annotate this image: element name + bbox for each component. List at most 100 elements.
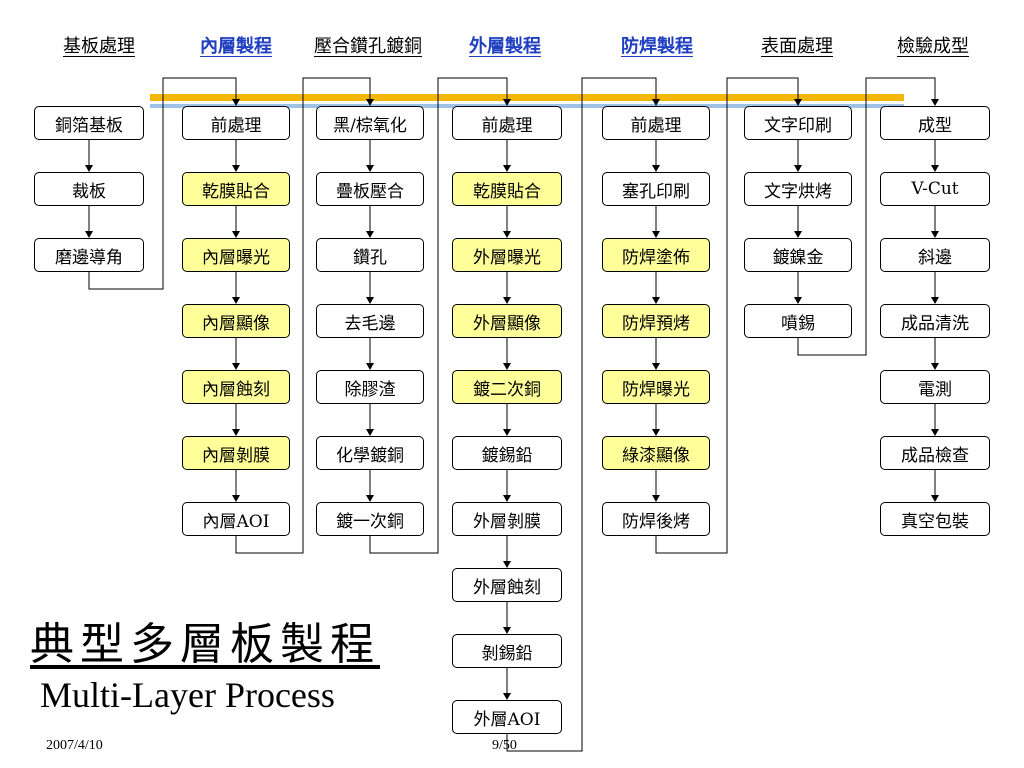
arrow-head bbox=[652, 231, 660, 238]
header-solder-mask: 防焊製程 bbox=[621, 36, 693, 57]
process-step: 文字烘烤 bbox=[744, 172, 852, 206]
process-step: 內層剝膜 bbox=[182, 436, 290, 470]
arrow-head bbox=[232, 231, 240, 238]
process-step: 外層剝膜 bbox=[452, 502, 562, 536]
arrow-head bbox=[931, 99, 939, 106]
process-step: 外層顯像 bbox=[452, 304, 562, 338]
process-step: 文字印刷 bbox=[744, 106, 852, 140]
arrow-head bbox=[232, 495, 240, 502]
header-substrate: 基板處理 bbox=[63, 36, 135, 57]
arrow-head bbox=[652, 297, 660, 304]
process-step: 內層顯像 bbox=[182, 304, 290, 338]
arrow-head bbox=[652, 99, 660, 106]
arrow-head bbox=[366, 429, 374, 436]
footer-date: 2007/4/10 bbox=[46, 738, 103, 753]
process-step: 化學鍍銅 bbox=[316, 436, 424, 470]
arrow-head bbox=[503, 363, 511, 370]
process-step: 綠漆顯像 bbox=[602, 436, 710, 470]
process-step: 乾膜貼合 bbox=[182, 172, 290, 206]
process-step: 內層AOI bbox=[182, 502, 290, 536]
process-step: 噴錫 bbox=[744, 304, 852, 338]
column-link bbox=[88, 77, 237, 290]
header-outer-layer: 外層製程 bbox=[469, 36, 541, 57]
arrow-head bbox=[85, 165, 93, 172]
process-step: 成品清洗 bbox=[880, 304, 990, 338]
arrow-head bbox=[794, 165, 802, 172]
arrow-head bbox=[931, 231, 939, 238]
arrow-head bbox=[366, 363, 374, 370]
process-step: 外層蝕刻 bbox=[452, 568, 562, 602]
process-step: 除膠渣 bbox=[316, 370, 424, 404]
arrow-head bbox=[366, 165, 374, 172]
process-step: 銅箔基板 bbox=[34, 106, 144, 140]
process-step: 磨邊導角 bbox=[34, 238, 144, 272]
arrow-head bbox=[232, 363, 240, 370]
process-step: 防焊後烤 bbox=[602, 502, 710, 536]
arrow-head bbox=[232, 297, 240, 304]
column-link bbox=[506, 77, 657, 752]
column-link bbox=[655, 77, 799, 554]
process-step: 防焊塗佈 bbox=[602, 238, 710, 272]
process-step: 內層曝光 bbox=[182, 238, 290, 272]
arrow-head bbox=[503, 165, 511, 172]
process-step: 真空包裝 bbox=[880, 502, 990, 536]
arrow-head bbox=[503, 99, 511, 106]
arrow-head bbox=[931, 495, 939, 502]
arrow-head bbox=[652, 165, 660, 172]
arrow-head bbox=[366, 495, 374, 502]
process-step: 裁板 bbox=[34, 172, 144, 206]
arrow-head bbox=[931, 429, 939, 436]
process-step: 鍍鎳金 bbox=[744, 238, 852, 272]
title-chinese: 典型多層板製程 bbox=[30, 619, 380, 670]
arrow-head bbox=[503, 495, 511, 502]
header-surface-finish: 表面處理 bbox=[761, 36, 833, 57]
process-step: 鍍二次銅 bbox=[452, 370, 562, 404]
arrow-head bbox=[794, 231, 802, 238]
arrow-head bbox=[503, 561, 511, 568]
header-lamination-drilling: 壓合鑽孔鍍銅 bbox=[314, 36, 422, 57]
header-inner-layer: 內層製程 bbox=[200, 36, 272, 57]
process-step: 防焊預烤 bbox=[602, 304, 710, 338]
process-step: 外層曝光 bbox=[452, 238, 562, 272]
arrow-head bbox=[366, 99, 374, 106]
arrow-head bbox=[85, 231, 93, 238]
process-step: 剝錫鉛 bbox=[452, 634, 562, 668]
process-step: 乾膜貼合 bbox=[452, 172, 562, 206]
arrow-head bbox=[503, 627, 511, 634]
arrow-head bbox=[652, 495, 660, 502]
process-step: 電測 bbox=[880, 370, 990, 404]
process-step: 防焊曝光 bbox=[602, 370, 710, 404]
process-step: 疊板壓合 bbox=[316, 172, 424, 206]
column-link bbox=[369, 77, 508, 554]
process-step: 鍍一次銅 bbox=[316, 502, 424, 536]
process-step: 前處理 bbox=[182, 106, 290, 140]
process-step: 鑽孔 bbox=[316, 238, 424, 272]
process-step: 黑/棕氧化 bbox=[316, 106, 424, 140]
process-step: 成品檢查 bbox=[880, 436, 990, 470]
process-step: 外層AOI bbox=[452, 700, 562, 734]
process-step: 前處理 bbox=[602, 106, 710, 140]
process-step: 前處理 bbox=[452, 106, 562, 140]
arrow-head bbox=[652, 363, 660, 370]
arrow-head bbox=[503, 297, 511, 304]
process-step: V-Cut bbox=[880, 172, 990, 206]
process-step: 塞孔印刷 bbox=[602, 172, 710, 206]
process-step: 成型 bbox=[880, 106, 990, 140]
arrow-head bbox=[232, 429, 240, 436]
process-step: 去毛邊 bbox=[316, 304, 424, 338]
process-step: 鍍錫鉛 bbox=[452, 436, 562, 470]
column-link bbox=[235, 77, 371, 554]
arrow-head bbox=[652, 429, 660, 436]
column-link bbox=[797, 77, 936, 356]
arrow-head bbox=[366, 231, 374, 238]
gold-bar bbox=[150, 94, 904, 101]
arrow-head bbox=[931, 165, 939, 172]
arrow-head bbox=[503, 693, 511, 700]
arrow-head bbox=[503, 231, 511, 238]
process-step: 斜邊 bbox=[880, 238, 990, 272]
header-inspection: 檢驗成型 bbox=[897, 36, 969, 57]
arrow-head bbox=[232, 165, 240, 172]
arrow-head bbox=[232, 99, 240, 106]
arrow-head bbox=[931, 297, 939, 304]
